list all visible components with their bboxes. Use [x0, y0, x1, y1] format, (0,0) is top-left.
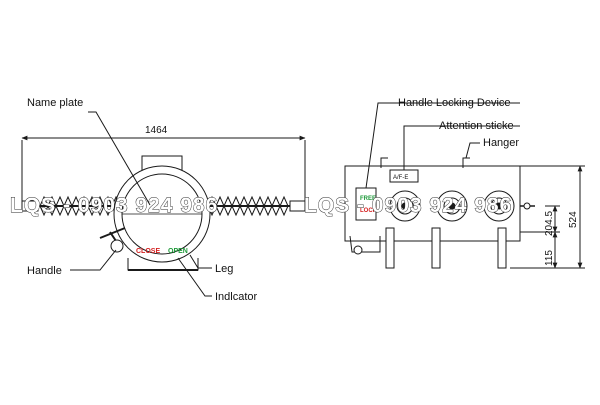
left-insulator [21, 195, 129, 217]
dim-mid-height: 204.5 [544, 211, 555, 236]
bushing-3 [483, 190, 515, 222]
label-handle-locking-device: Handle Locking Device [398, 97, 511, 109]
left-switch-view [21, 111, 306, 297]
operating-handle [99, 227, 126, 253]
leader-leg [189, 254, 212, 269]
leader-indicator [177, 257, 212, 297]
right-insulator [200, 195, 306, 217]
right-switch-view [344, 102, 585, 269]
watermark-left: LQS - 0903 924 986 [10, 194, 218, 217]
leader-attention-sticker [403, 125, 520, 170]
leader-hanger [465, 142, 480, 159]
lock-lock-text: LOCK [360, 208, 378, 214]
open-indicator: OPEN [168, 248, 188, 255]
label-width-dimension: 1464 [145, 125, 168, 136]
label-indicator: Indlcator [215, 291, 258, 303]
attention-plate-text: A/F-E [393, 175, 408, 181]
dim-bottom-height: 115 [544, 250, 555, 266]
label-leg: Leg [215, 263, 233, 275]
leader-handle [70, 249, 117, 271]
close-indicator: CLOSE [136, 248, 160, 255]
hanger [462, 157, 470, 168]
leader-name-plate [88, 111, 151, 206]
label-name-plate: Name plate [27, 97, 83, 109]
label-handle: Handle [27, 265, 62, 277]
height-dimension-lines [510, 165, 585, 269]
bushing-1 [389, 190, 421, 222]
lock-free-text: FREE [360, 196, 376, 202]
label-hanger: Hanger [483, 137, 519, 149]
dim-total-height: 524 [568, 211, 579, 228]
width-dimension-line [21, 135, 306, 205]
label-attention-sticker: Attention sticke [439, 120, 514, 132]
leader-handle-locking-device [365, 102, 520, 189]
watermark-right: LQS - 0903 924 986 [304, 194, 512, 217]
mounting-legs [385, 227, 507, 269]
bushing-2 [436, 190, 468, 222]
